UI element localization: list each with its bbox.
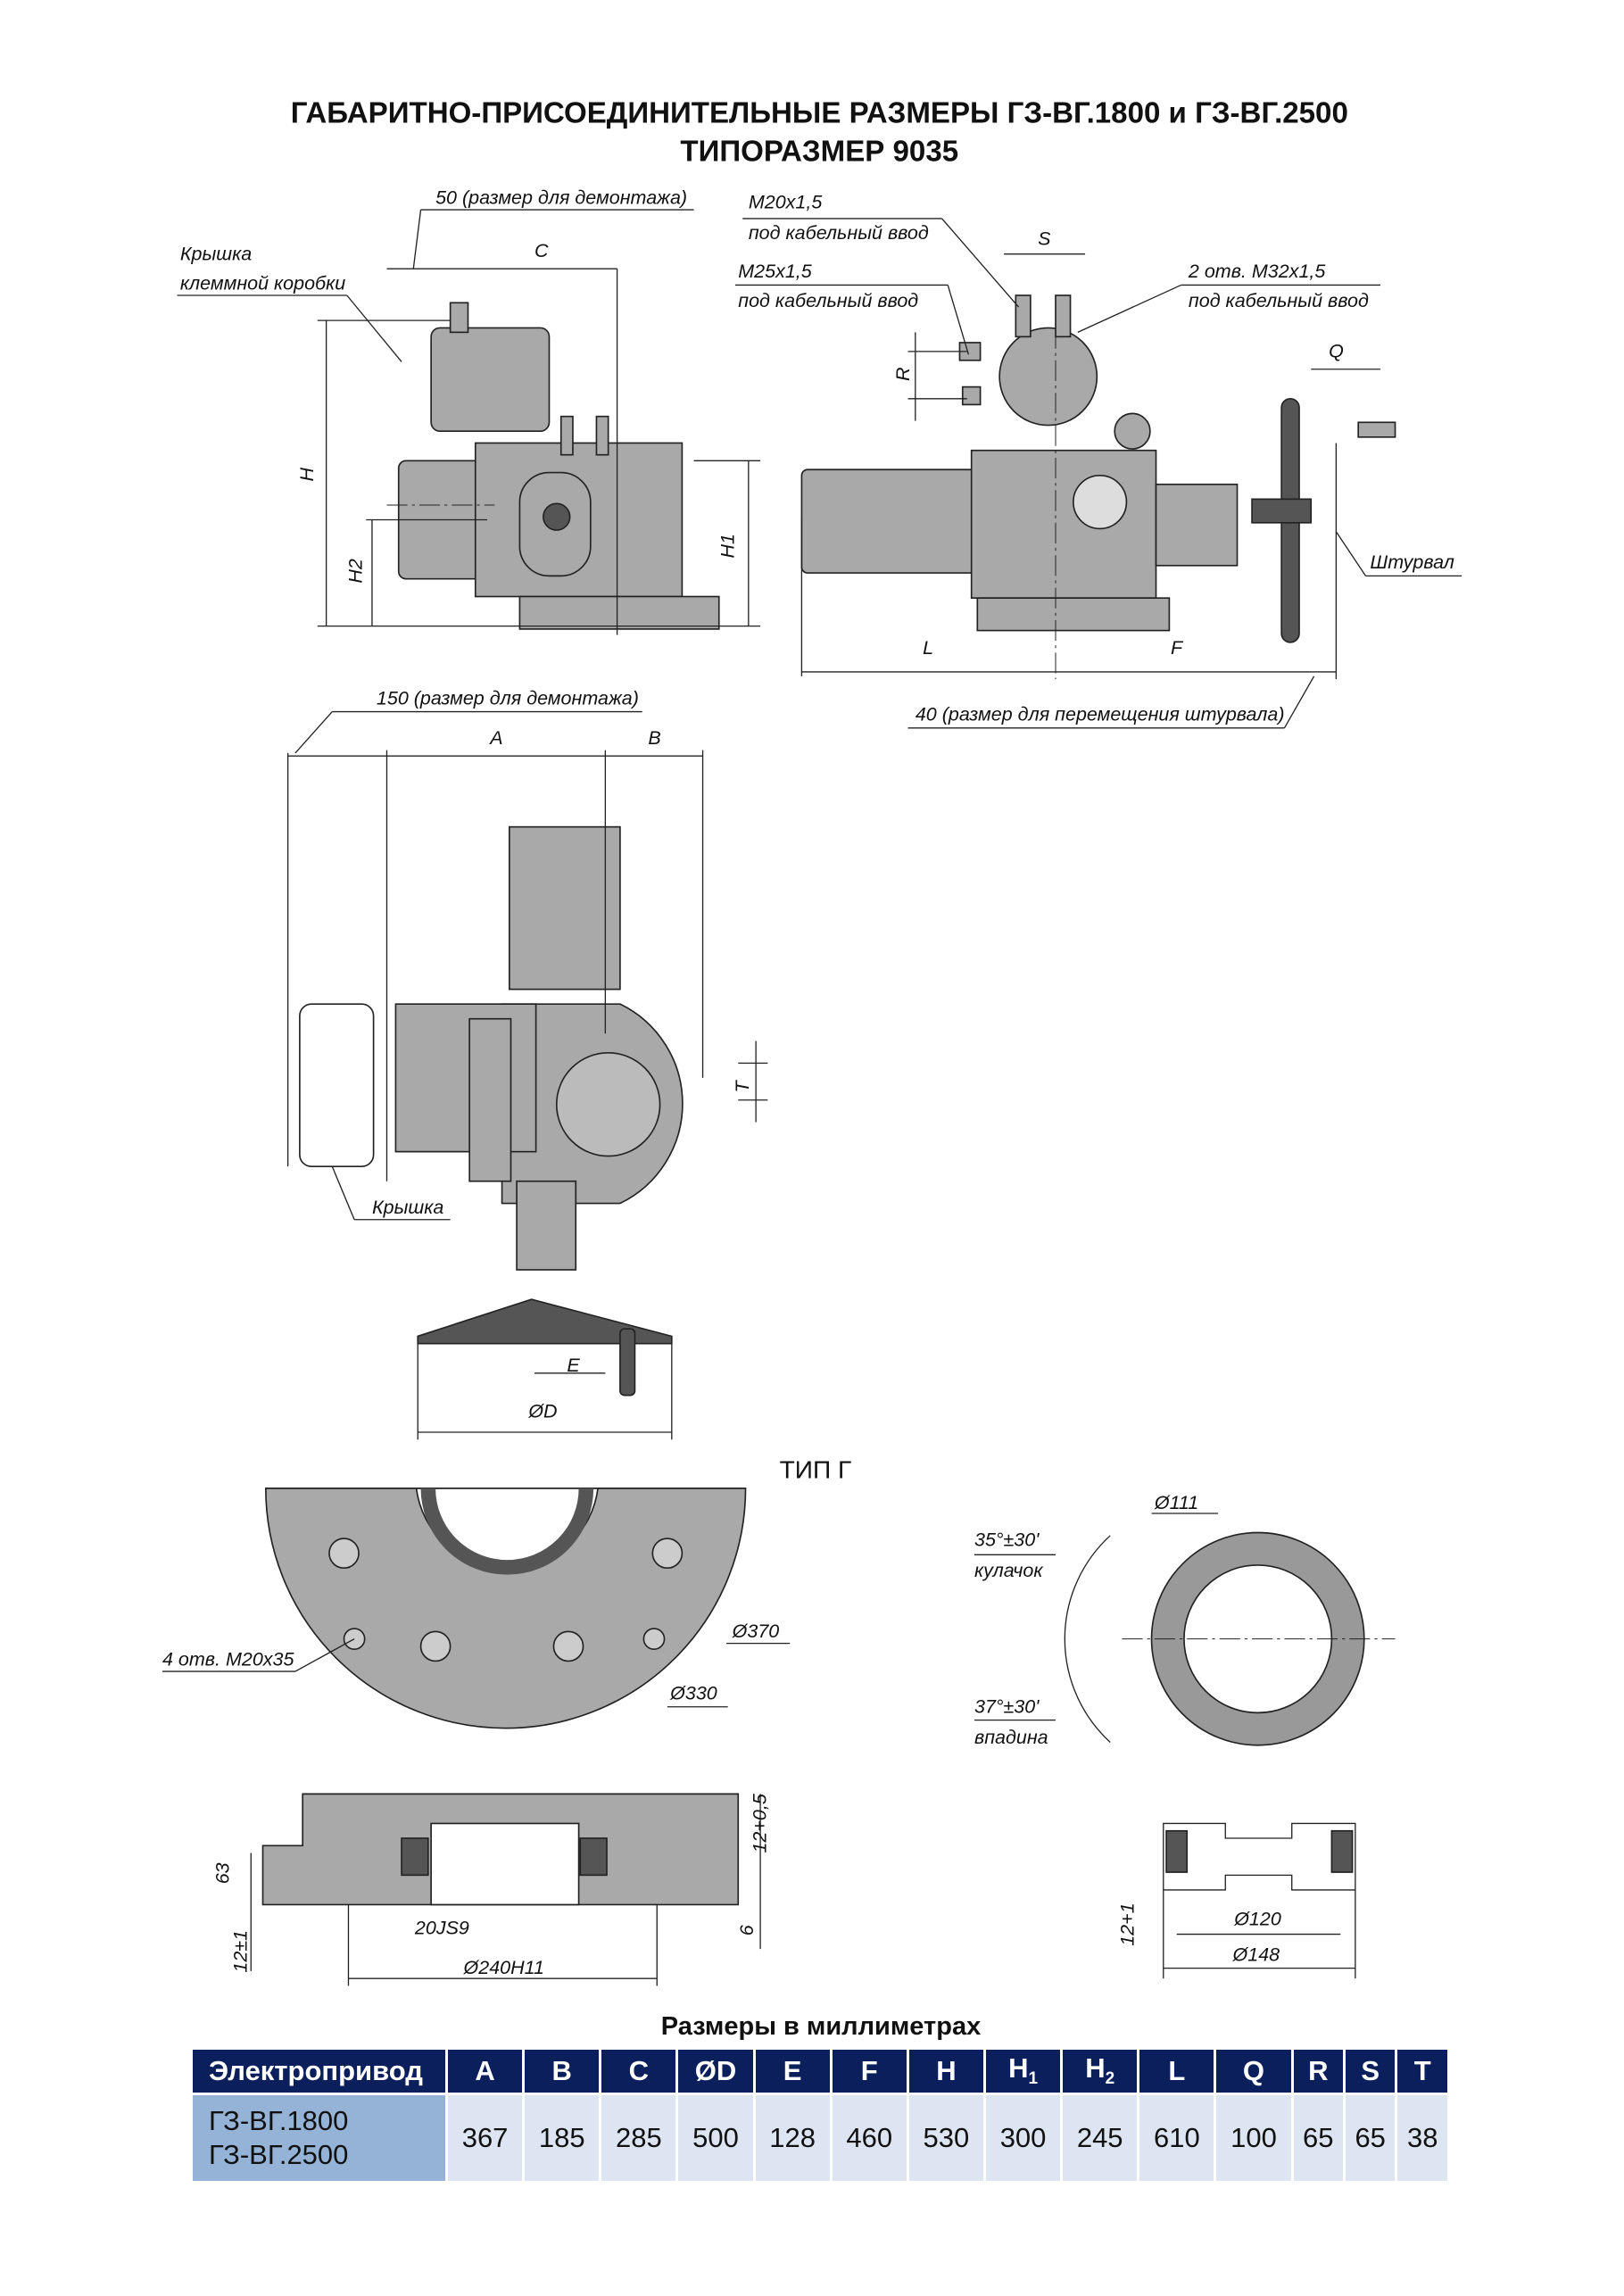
- header-H1: H1: [985, 2050, 1061, 2093]
- label-C: C: [534, 240, 549, 261]
- label-d148: Ø148: [1232, 1944, 1280, 1965]
- label-terminal-box: клеммной коробки: [180, 272, 345, 294]
- label-Q: Q: [1329, 340, 1344, 361]
- value-H2: 245: [1063, 2095, 1138, 2181]
- label-m32: 2 отв. M32x1,5: [1188, 261, 1326, 282]
- label-cover-2: Крышка: [372, 1197, 443, 1218]
- label-dismount-150: 150 (размер для демонтажа): [377, 687, 639, 709]
- flange-top-view: [162, 1488, 791, 1729]
- label-cam: кулачок: [974, 1560, 1043, 1581]
- label-d111: Ø111: [1154, 1492, 1198, 1513]
- dimension-labels: 50 (размер для демонтажа) Крышка клеммно…: [162, 186, 1454, 1978]
- header-actuator: Электропривод: [193, 2050, 445, 2093]
- label-F: F: [1171, 637, 1184, 659]
- label-handwheel-move-40: 40 (размер для перемещения штурвала): [916, 704, 1285, 725]
- label-12-05: 12+0,5: [750, 1793, 771, 1853]
- value-R: 65: [1293, 2095, 1343, 2181]
- label-m25-cable: под кабельный ввод: [738, 290, 918, 311]
- label-12-1: 12±1: [229, 1930, 251, 1973]
- header-R: R: [1293, 2050, 1343, 2093]
- header-B: B: [525, 2050, 600, 2093]
- value-H: 530: [908, 2095, 983, 2181]
- label-m32-cable: под кабельный ввод: [1189, 290, 1369, 311]
- label-B: B: [648, 727, 660, 749]
- label-H: H: [296, 467, 318, 481]
- label-R: R: [892, 367, 914, 381]
- label-A: A: [488, 727, 502, 749]
- label-dismount-50: 50 (размер для демонтажа): [435, 186, 687, 208]
- label-L: L: [923, 637, 933, 659]
- label-d120: Ø120: [1233, 1909, 1281, 1930]
- value-F: 460: [832, 2095, 907, 2181]
- label-12-1b: 12+1: [1117, 1902, 1139, 1945]
- header-T: T: [1397, 2050, 1447, 2093]
- title-line1: ГАБАРИТНО-ПРИСОЕДИНИТЕЛЬНЫЕ РАЗМЕРЫ ГЗ-В…: [291, 96, 1348, 129]
- header-F: F: [832, 2050, 907, 2093]
- label-handwheel: Штурвал: [1370, 551, 1454, 573]
- label-d240: Ø240H11: [463, 1957, 544, 1978]
- value-Q: 100: [1216, 2095, 1291, 2181]
- label-20js9: 20JS9: [414, 1918, 469, 1939]
- table-caption: Размеры в миллиметрах: [660, 2012, 982, 2041]
- header-H2: H2: [1063, 2050, 1138, 2093]
- header-D: ØD: [678, 2050, 753, 2093]
- top-view: [286, 710, 768, 1440]
- label-groove-angle: 37°±30': [974, 1695, 1040, 1717]
- label-S: S: [1038, 228, 1051, 250]
- value-L: 610: [1139, 2095, 1214, 2181]
- label-d330: Ø330: [669, 1682, 717, 1703]
- front-view: [734, 218, 1462, 729]
- cam-coupling-view: [974, 1513, 1396, 1746]
- label-m20-cable: под кабельный ввод: [749, 222, 929, 244]
- label-m20: M20x1,5: [749, 191, 824, 212]
- label-d370: Ø370: [732, 1620, 780, 1642]
- header-A: A: [448, 2050, 523, 2093]
- table-header-row: Электропривод A B C ØD E F H H1 H2 L Q R…: [193, 2050, 1447, 2093]
- value-H1: 300: [985, 2095, 1061, 2181]
- label-type: ТИП Г: [780, 1455, 852, 1483]
- flange-section: [250, 1793, 1356, 1986]
- label-D: ØD: [527, 1400, 557, 1422]
- label-T: T: [732, 1079, 753, 1092]
- label-groove: впадина: [974, 1727, 1048, 1748]
- header-S: S: [1345, 2050, 1396, 2093]
- label-H2: H2: [344, 559, 366, 584]
- value-C: 285: [601, 2095, 676, 2181]
- value-A: 367: [448, 2095, 523, 2181]
- value-D: 500: [678, 2095, 753, 2181]
- label-63: 63: [211, 1862, 233, 1884]
- label-holes: 4 отв. M20x35: [162, 1648, 294, 1670]
- value-E: 128: [755, 2095, 830, 2181]
- value-S: 65: [1345, 2095, 1396, 2181]
- title-line2: ТИПОРАЗМЕР 9035: [680, 135, 958, 168]
- label-cam-angle: 35°±30': [974, 1529, 1040, 1550]
- dimensions-table: Электропривод A B C ØD E F H H1 H2 L Q R…: [190, 2047, 1450, 2184]
- label-cover: Крышка: [180, 243, 252, 264]
- label-6: 6: [736, 1925, 758, 1935]
- header-L: L: [1139, 2050, 1214, 2093]
- label-E: E: [567, 1355, 580, 1376]
- side-view: [177, 209, 761, 635]
- header-H: H: [908, 2050, 983, 2093]
- value-T: 38: [1397, 2095, 1447, 2181]
- label-H1: H1: [717, 534, 738, 558]
- value-B: 185: [525, 2095, 600, 2181]
- header-C: C: [601, 2050, 676, 2093]
- label-m25: M25x1,5: [738, 261, 813, 282]
- header-E: E: [755, 2050, 830, 2093]
- header-Q: Q: [1216, 2050, 1291, 2093]
